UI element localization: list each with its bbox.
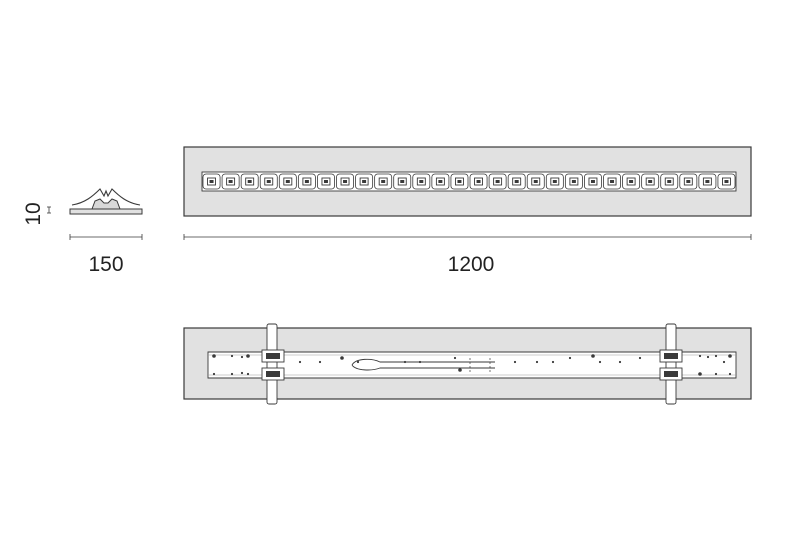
rail-hole — [403, 360, 407, 364]
rail-hole — [212, 354, 216, 358]
led-module — [336, 173, 354, 190]
rail-hole — [240, 355, 244, 359]
led-module — [221, 173, 240, 190]
rail-hole — [230, 354, 234, 358]
rail-hole — [706, 355, 710, 359]
led-module — [488, 173, 507, 190]
rail-hole — [551, 360, 555, 364]
rail-hole — [212, 372, 216, 376]
side-height-label: 10 — [22, 202, 45, 225]
led-module — [317, 173, 335, 190]
led-strip — [201, 171, 737, 192]
led-module — [679, 173, 698, 190]
rail-hole — [340, 356, 344, 360]
rail-hole — [230, 372, 234, 376]
led-modules — [202, 173, 736, 190]
rail-hole — [598, 360, 602, 364]
led-module — [393, 173, 412, 190]
rail-hole — [298, 360, 302, 364]
rail-hole — [728, 372, 732, 376]
mounting-rail — [207, 351, 737, 379]
led-module — [355, 173, 374, 190]
rail-hole — [698, 354, 702, 358]
rail-hole — [535, 360, 539, 364]
led-module — [469, 173, 488, 190]
mounting-bracket-left — [261, 323, 285, 405]
led-module — [450, 173, 469, 190]
led-module — [545, 173, 564, 190]
rail-hole — [568, 356, 572, 360]
rail-hole — [618, 360, 622, 364]
cable-loop — [351, 358, 495, 371]
led-module — [507, 173, 526, 190]
mounting-bracket-right — [659, 323, 683, 405]
side-profile-optic — [71, 188, 141, 206]
side-profile-base — [69, 208, 143, 215]
rail-hole — [698, 372, 702, 376]
rail-hole — [453, 356, 457, 360]
led-module — [297, 173, 316, 190]
rail-hole — [246, 372, 250, 376]
led-module — [717, 173, 736, 190]
rail-holes — [212, 354, 732, 376]
front-view: 1200 — [183, 146, 752, 276]
led-module — [202, 173, 221, 190]
led-module — [526, 173, 545, 190]
led-module — [278, 173, 297, 190]
rail-hole — [240, 371, 244, 375]
led-module — [412, 173, 431, 190]
rail-hole — [722, 360, 726, 364]
back-view — [183, 323, 752, 405]
led-module — [240, 173, 259, 190]
led-module — [660, 173, 679, 190]
side-width-label: 150 — [88, 253, 123, 276]
rail-hole — [513, 360, 517, 364]
rail-hole — [714, 372, 718, 376]
rail-hole — [728, 354, 732, 358]
led-module — [698, 173, 717, 190]
rail-hole — [318, 360, 322, 364]
rail-hole — [591, 354, 595, 358]
side-profile-view: 10 150 — [22, 188, 143, 276]
led-module — [641, 173, 660, 190]
led-module — [431, 173, 450, 190]
led-module — [564, 173, 583, 190]
led-module — [584, 173, 602, 190]
rail-hole — [458, 368, 462, 372]
rail-hole — [418, 360, 422, 364]
length-label: 1200 — [448, 253, 495, 276]
rail-hole — [246, 354, 250, 358]
rail-hole — [638, 356, 642, 360]
rail-hole — [356, 360, 360, 364]
led-module — [622, 173, 641, 190]
led-module — [374, 173, 393, 190]
led-module — [259, 173, 278, 190]
side-profile-housing — [91, 198, 121, 210]
rail-hole — [714, 354, 718, 358]
led-module — [603, 173, 621, 190]
